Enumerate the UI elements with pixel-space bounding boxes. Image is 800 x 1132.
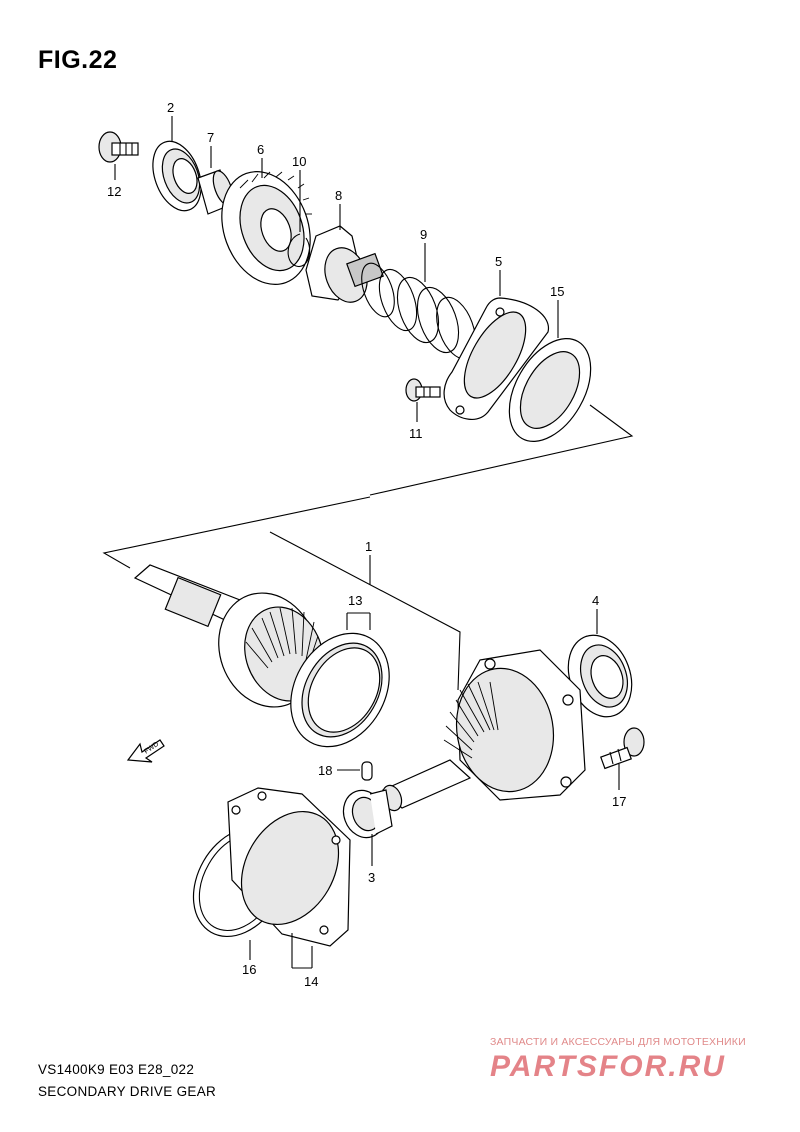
- callout-6: 6: [257, 142, 264, 157]
- figure-title: FIG.22: [38, 46, 118, 74]
- callout-4: 4: [592, 593, 599, 608]
- driven-gear-housing[interactable]: [379, 649, 586, 813]
- part-14-cover[interactable]: [222, 787, 358, 947]
- part-13-ring[interactable]: [271, 616, 409, 765]
- callout-18: 18: [318, 763, 332, 778]
- fwd-arrow: FWD: [126, 739, 165, 763]
- part-8-cam[interactable]: [305, 225, 384, 308]
- callout-12: 12: [107, 184, 121, 199]
- part-2-bearing[interactable]: [144, 135, 210, 218]
- leader-lines: [114, 116, 620, 969]
- part-4-oil-seal[interactable]: [557, 626, 642, 725]
- callout-11: 11: [409, 426, 423, 441]
- callout-17: 17: [612, 794, 626, 809]
- callout-7: 7: [207, 130, 214, 145]
- callout-labels: 2 7 6 10 12 8 9 5 15 11 1 13 4 18 17 3 1…: [107, 100, 626, 989]
- diagram-name: SECONDARY DRIVE GEAR: [38, 1084, 217, 1099]
- callout-15: 15: [550, 284, 564, 299]
- part-5-retainer[interactable]: [443, 297, 549, 420]
- part-10-circlip[interactable]: [287, 233, 311, 267]
- callout-8: 8: [335, 188, 342, 203]
- callout-1: 1: [365, 539, 372, 554]
- callout-14: 14: [304, 974, 318, 989]
- callout-9: 9: [420, 227, 427, 242]
- watermark-caption: ЗАПЧАСТИ И АКСЕССУАРЫ ДЛЯ МОТОТЕХНИКИ: [490, 1036, 746, 1048]
- callout-5: 5: [495, 254, 502, 269]
- part-12-bolt[interactable]: [98, 131, 139, 163]
- callout-10: 10: [292, 154, 306, 169]
- callout-2: 2: [167, 100, 174, 115]
- part-15-shim[interactable]: [493, 325, 608, 456]
- callout-3: 3: [368, 870, 375, 885]
- callout-16: 16: [242, 962, 256, 977]
- watermark-logo: PARTSFOR.RU: [490, 1050, 726, 1083]
- part-11-bolt[interactable]: [405, 378, 441, 402]
- part-17-bolt[interactable]: [600, 727, 645, 770]
- diagram-code: VS1400K9 E03 E28_022: [38, 1062, 195, 1077]
- part-3-needle-bearing[interactable]: [337, 785, 393, 844]
- callout-13: 13: [348, 593, 362, 608]
- group-outline-lines: [102, 404, 634, 691]
- part-18-dowel-pin[interactable]: [361, 761, 373, 781]
